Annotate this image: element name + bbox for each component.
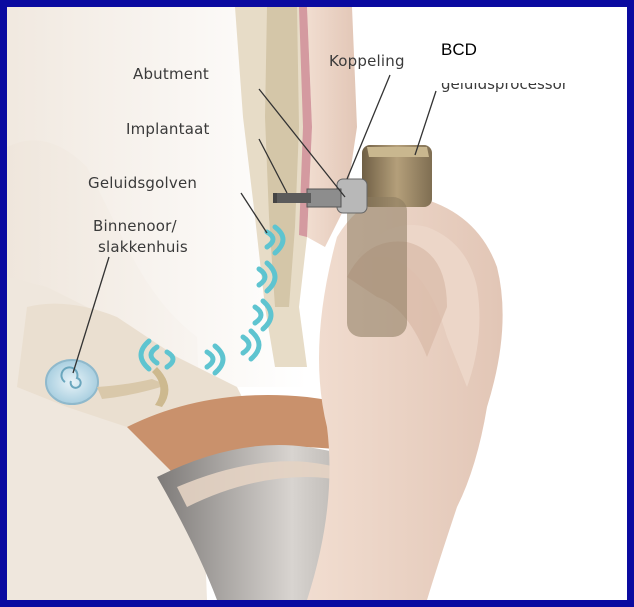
ear-illustration xyxy=(7,7,627,600)
diagram-canvas: Abutment Koppeling BCD geluidsprocessor … xyxy=(7,7,627,600)
label-binnenoor-line1: Binnenoor/ xyxy=(93,217,177,235)
label-geluidsprocessor-clip: geluidsprocessor xyxy=(441,83,621,92)
cochlea xyxy=(46,360,98,404)
label-implantaat: Implantaat xyxy=(126,120,210,138)
label-geluidsprocessor: geluidsprocessor xyxy=(441,83,621,92)
label-binnenoor-line2: slakkenhuis xyxy=(98,238,188,256)
abutment xyxy=(307,189,341,207)
label-geluidsgolven: Geluidsgolven xyxy=(88,174,197,192)
label-koppeling: Koppeling xyxy=(329,52,405,70)
implant xyxy=(277,193,311,203)
label-abutment: Abutment xyxy=(133,65,209,83)
label-bcd: BCD xyxy=(441,40,477,60)
